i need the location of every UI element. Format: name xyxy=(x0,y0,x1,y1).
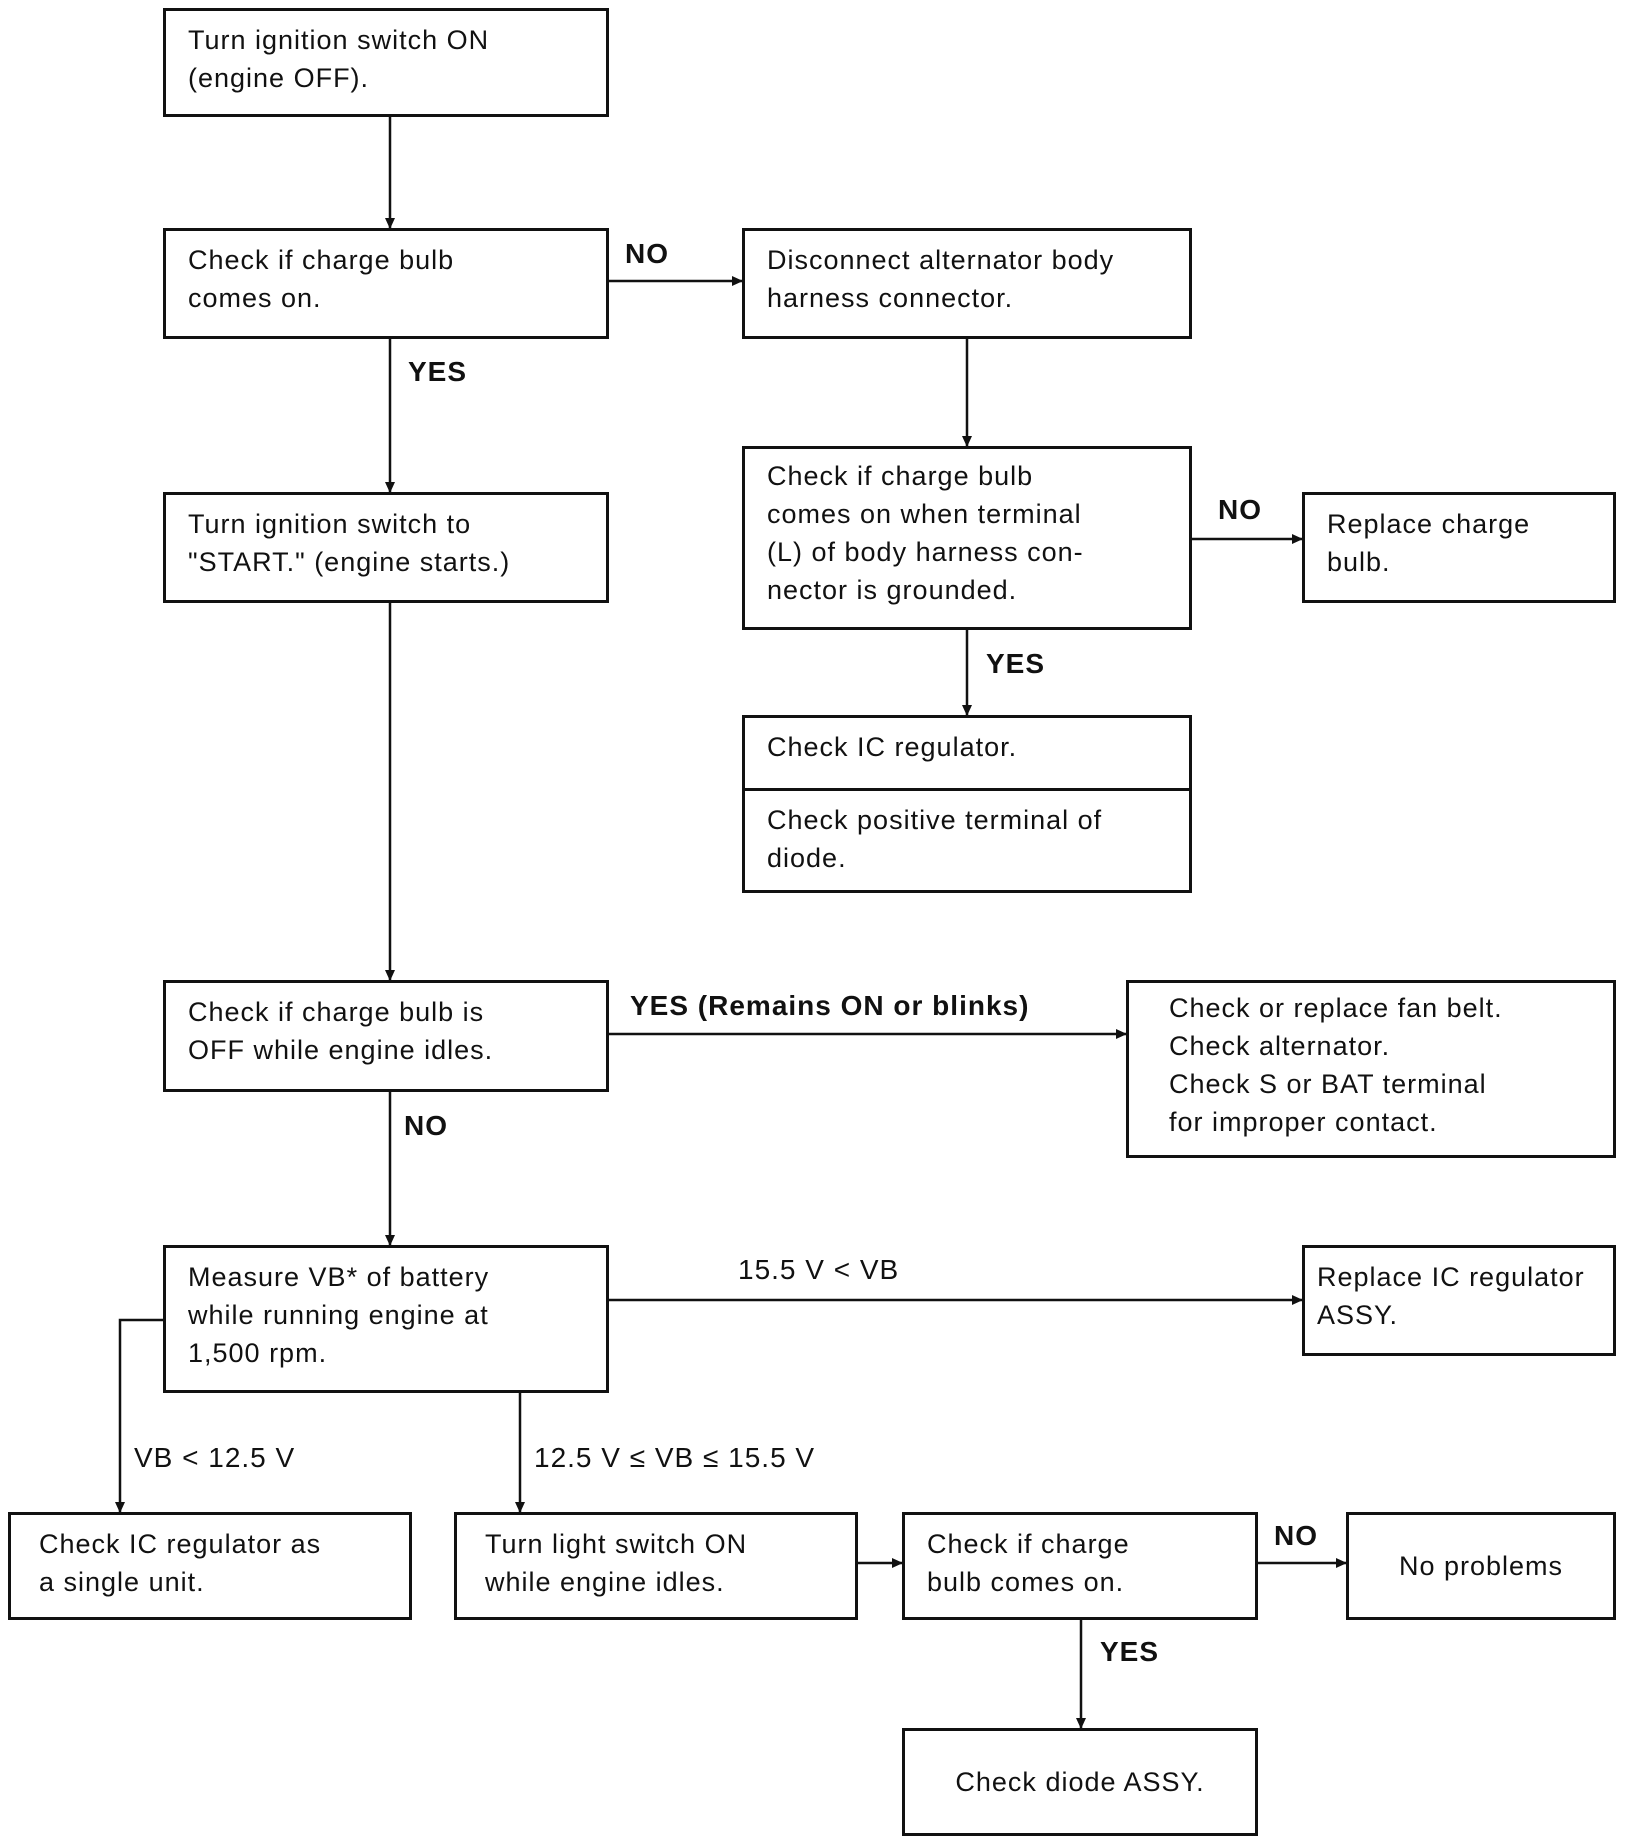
box-ic-single-unit: Check IC regulator as a single unit. xyxy=(8,1512,412,1620)
box-text: harness connector. xyxy=(767,283,1014,313)
box-text: Check if charge xyxy=(927,1529,1130,1559)
label-yes-2: YES xyxy=(986,648,1046,679)
box-replace-charge-bulb: Replace charge bulb. xyxy=(1302,492,1616,603)
box-text: Turn ignition switch ON xyxy=(188,25,490,55)
box-text: Check alternator. xyxy=(1169,1031,1391,1061)
box-check-charge-bulb-2: Check if charge bulb comes on. xyxy=(902,1512,1258,1620)
box-turn-ignition-on: Turn ignition switch ON (engine OFF). xyxy=(163,8,609,117)
box-light-switch-on: Turn light switch ON while engine idles. xyxy=(454,1512,858,1620)
label-no-2: NO xyxy=(1218,494,1262,525)
box-check-ic-regulator: Check IC regulator. Check positive termi… xyxy=(742,715,1192,893)
box-no-problems: No problems xyxy=(1346,1512,1616,1620)
box-text: Replace IC regulator xyxy=(1317,1262,1585,1292)
box-text: (engine OFF). xyxy=(188,63,370,93)
box-check-bulb-off-idle: Check if charge bulb is OFF while engine… xyxy=(163,980,609,1092)
box-text: Turn ignition switch to xyxy=(188,509,472,539)
box-text: Check IC regulator as xyxy=(39,1529,322,1559)
box-text: Check diode ASSY. xyxy=(955,1767,1205,1797)
box-text: Check if charge bulb xyxy=(188,245,455,275)
box-disconnect-harness: Disconnect alternator body harness conne… xyxy=(742,228,1192,339)
box-check-terminal-grounded: Check if charge bulb comes on when termi… xyxy=(742,446,1192,630)
box-measure-vb: Measure VB* of battery while running eng… xyxy=(163,1245,609,1393)
box-check-charge-bulb-1: Check if charge bulb comes on. xyxy=(163,228,609,339)
box-text: comes on when terminal xyxy=(767,499,1082,529)
box-text: comes on. xyxy=(188,283,322,313)
label-yes-remains-on: YES (Remains ON or blinks) xyxy=(630,990,1030,1021)
box-turn-ignition-start: Turn ignition switch to "START." (engine… xyxy=(163,492,609,603)
box-text: diode. xyxy=(767,843,847,873)
box-replace-ic-assy: Replace IC regulator ASSY. xyxy=(1302,1245,1616,1356)
label-vb-low: VB < 12.5 V xyxy=(134,1442,296,1473)
box-text: Disconnect alternator body xyxy=(767,245,1115,275)
box-text: Check if charge bulb xyxy=(767,461,1034,491)
box-text: OFF while engine idles. xyxy=(188,1035,494,1065)
box-text: Check positive terminal of xyxy=(767,805,1103,835)
label-vb-high: 15.5 V < VB xyxy=(738,1254,900,1285)
box-text: for improper contact. xyxy=(1169,1107,1438,1137)
box-text: while engine idles. xyxy=(485,1567,725,1597)
box-text: Check S or BAT terminal xyxy=(1169,1069,1487,1099)
box-check-diode-assy: Check diode ASSY. xyxy=(902,1728,1258,1836)
label-no-4: NO xyxy=(1274,1520,1318,1551)
box-text: a single unit. xyxy=(39,1567,205,1597)
box-text: ASSY. xyxy=(1317,1300,1399,1330)
box-text: Check if charge bulb is xyxy=(188,997,485,1027)
box-fan-belt-alternator: Check or replace fan belt. Check alterna… xyxy=(1126,980,1616,1158)
box-text: while running engine at xyxy=(188,1300,489,1330)
label-vb-mid: 12.5 V ≤ VB ≤ 15.5 V xyxy=(534,1442,816,1473)
box-text: "START." (engine starts.) xyxy=(188,547,511,577)
box-text: Measure VB* of battery xyxy=(188,1262,490,1292)
box-text: Replace charge xyxy=(1327,509,1531,539)
label-no-1: NO xyxy=(625,238,669,269)
label-yes-1: YES xyxy=(408,356,468,387)
box-text: bulb comes on. xyxy=(927,1567,1125,1597)
arrow-measure-to-single xyxy=(115,1318,163,1513)
box-text: nector is grounded. xyxy=(767,575,1018,605)
box-text: Check IC regulator. xyxy=(767,732,1018,762)
box-text: bulb. xyxy=(1327,547,1391,577)
box-text: Turn light switch ON xyxy=(485,1529,748,1559)
box-text: Check or replace fan belt. xyxy=(1169,993,1503,1023)
box-text: (L) of body harness con- xyxy=(767,537,1084,567)
label-no-3: NO xyxy=(404,1110,448,1141)
box-text: 1,500 rpm. xyxy=(188,1338,328,1368)
label-yes-3: YES xyxy=(1100,1636,1160,1667)
box-text: No problems xyxy=(1398,1551,1564,1581)
